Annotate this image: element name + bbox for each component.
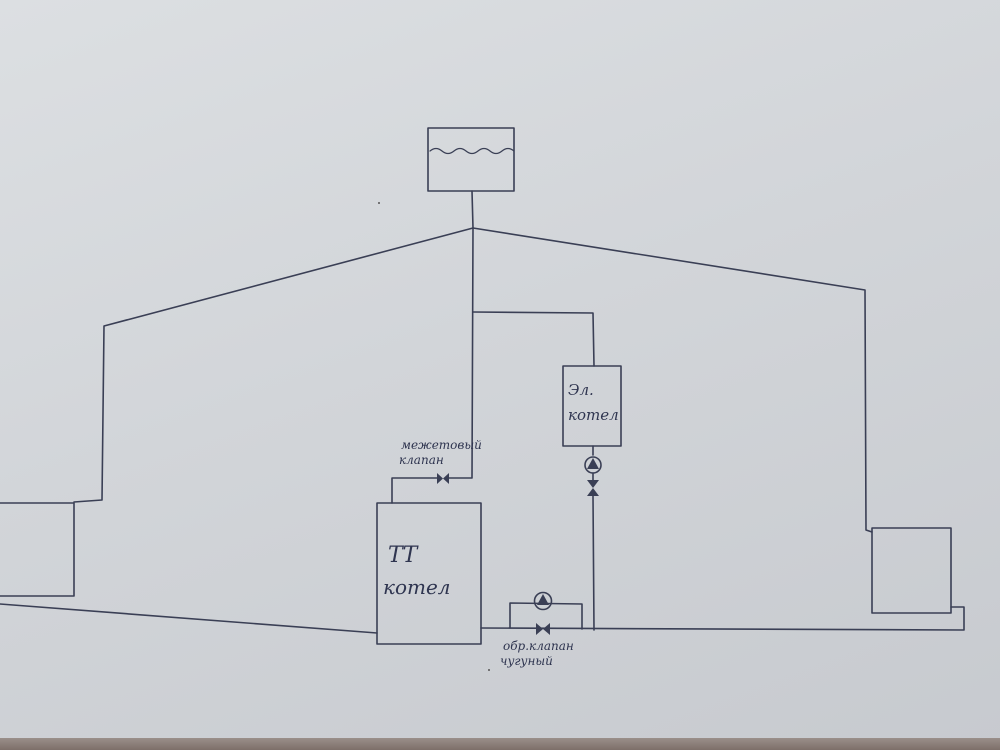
radiator-left: [0, 502, 75, 597]
tt-boiler-label-1: ТТ: [388, 543, 420, 568]
electric-boiler: [562, 365, 622, 447]
bottom-valve-label-1: обр.клапан: [503, 639, 574, 653]
tank-riser-pipe: [471, 190, 474, 229]
top-valve-label-1: межетовый: [401, 438, 482, 452]
return-pump-icon: [533, 591, 553, 611]
bottom-valve-label-2: чугуный: [500, 654, 553, 668]
water-level-wave: [429, 147, 515, 155]
expansion-tank: [427, 127, 515, 192]
el-boiler-label-1: Эл.: [568, 381, 594, 399]
supply-pipe-right: [472, 227, 873, 533]
tt-boiler-supply-pipe: [391, 477, 438, 504]
el-boiler-return-riser: [592, 495, 595, 631]
pump-bypass-loop: [509, 602, 583, 630]
tt-boiler-label-2: котел: [383, 575, 451, 599]
el-boiler-supply-branch: [472, 311, 595, 367]
supply-pipe-left: [73, 227, 474, 503]
el-boiler-pump-icon: [584, 456, 602, 474]
pencil-dot: [488, 669, 490, 671]
return-pipe-main: [480, 606, 965, 631]
return-pipe-left: [0, 603, 378, 634]
check-valve-icon: [536, 623, 550, 635]
radiator-right: [871, 527, 952, 614]
top-valve-label-2: клапан: [399, 453, 444, 467]
top-valve-icon: [437, 473, 449, 484]
el-boiler-valve-icon: [587, 480, 599, 496]
el-boiler-label-2: котел: [568, 406, 619, 424]
solid-fuel-boiler: [376, 502, 482, 645]
pencil-dot: [378, 202, 380, 204]
table-edge: [0, 738, 1000, 750]
